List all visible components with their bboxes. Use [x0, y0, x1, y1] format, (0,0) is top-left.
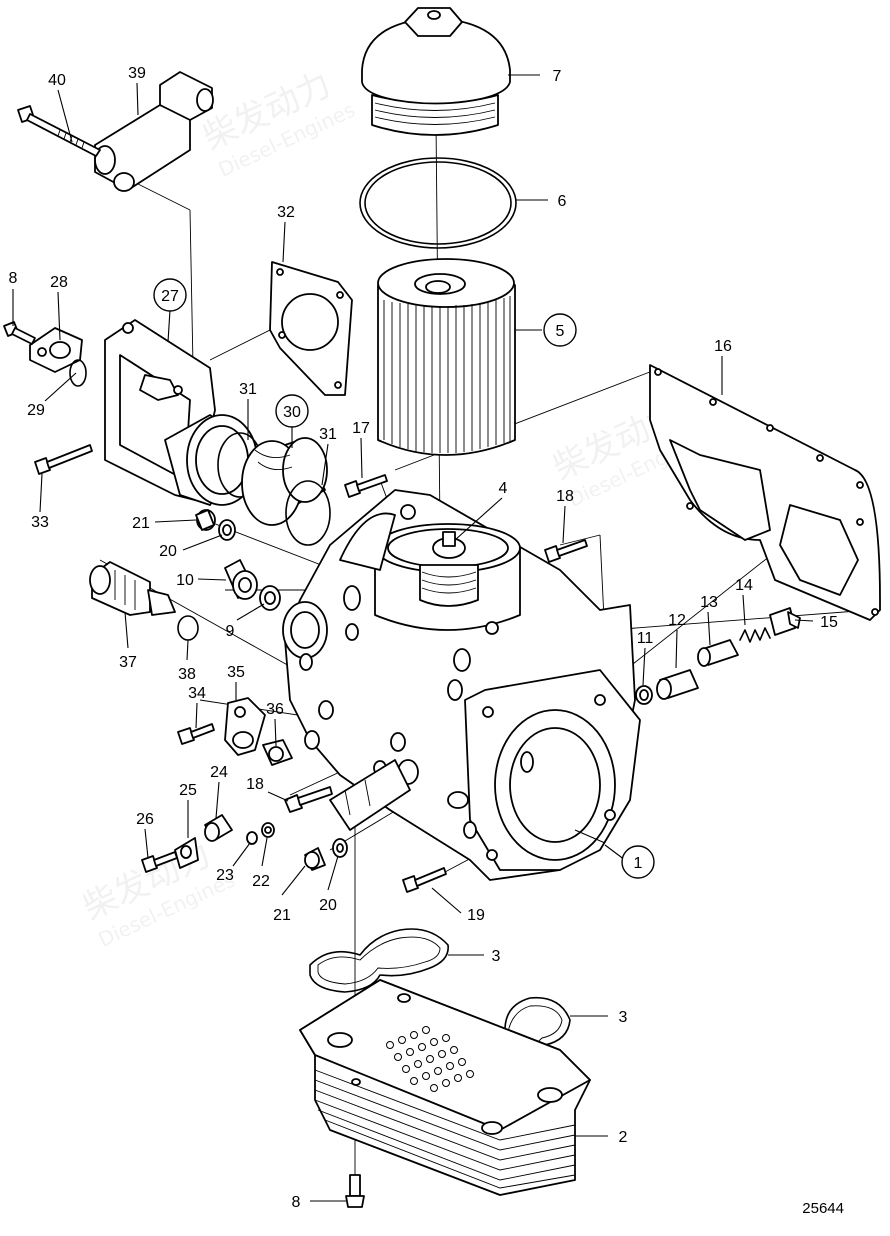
- o-ring-29: [69, 359, 87, 387]
- gasket-16: [649, 364, 881, 621]
- bracket-35: [224, 697, 266, 756]
- flange-28: [29, 327, 83, 373]
- callout-label: 22: [252, 873, 270, 890]
- callout-label: 13: [700, 594, 718, 611]
- bolt-8-top: [3, 321, 36, 345]
- callout-label: 20: [159, 543, 177, 560]
- clamp-25: [174, 837, 199, 869]
- callout-label: 10: [176, 572, 194, 589]
- callout-label: 16: [714, 338, 732, 355]
- bolt-18-lower: [284, 786, 333, 813]
- callout-label: 20: [319, 897, 337, 914]
- connector-39: [94, 71, 214, 192]
- callout-label: 4: [499, 480, 508, 497]
- bolt-34: [177, 723, 215, 745]
- callout-label: 39: [128, 65, 146, 82]
- bolt-33: [34, 444, 93, 475]
- bolt-19: [402, 867, 447, 893]
- callout-labels: 40 39 7 6 32 8 28 27 5 16 29 31 30 31 17…: [9, 65, 838, 1211]
- leader-lines: [12, 74, 814, 1202]
- bolt-40: [17, 105, 101, 157]
- sleeve-24: [204, 814, 233, 842]
- gasket-3-upper: [309, 928, 449, 993]
- callout-label: 14: [735, 577, 753, 594]
- callout-label: 24: [210, 764, 228, 781]
- sensor-37: [89, 561, 176, 616]
- seal-36: [262, 739, 293, 766]
- callout-label: 12: [668, 612, 686, 629]
- gasket-32: [269, 261, 353, 396]
- callout-label: 21: [273, 907, 291, 924]
- callout-label: 35: [227, 664, 245, 681]
- plug-10: [224, 559, 258, 600]
- callout-label: 3: [492, 948, 501, 965]
- callout-label: 30: [283, 404, 301, 421]
- seal-11: [635, 685, 653, 705]
- bolt-18-top: [544, 539, 588, 563]
- callout-label: 40: [48, 72, 66, 89]
- callout-label: 3: [619, 1009, 628, 1026]
- callout-label: 31: [239, 381, 257, 398]
- washer-23: [246, 831, 258, 845]
- callout-label: 26: [136, 811, 154, 828]
- callout-label: 18: [556, 488, 574, 505]
- callout-label: 7: [553, 68, 562, 85]
- filter-element: [377, 258, 516, 456]
- callout-label: 18: [246, 776, 264, 793]
- callout-label: 31: [319, 426, 337, 443]
- diagram-reference-number: 25644: [802, 1200, 844, 1217]
- seal-20-lower: [332, 838, 348, 858]
- callout-label: 25: [179, 782, 197, 799]
- callout-label: 11: [637, 630, 654, 647]
- callout-label: 23: [216, 867, 234, 884]
- callout-label: 34: [188, 685, 206, 702]
- plug-21-top: [195, 509, 216, 531]
- main-housing-1: [282, 489, 641, 881]
- callout-circles: [153, 278, 655, 879]
- callout-label: 21: [132, 515, 150, 532]
- callout-label: 27: [161, 288, 179, 305]
- valve-12: [656, 669, 699, 700]
- callout-label: 19: [467, 907, 485, 924]
- callout-label: 15: [820, 614, 838, 631]
- plug-15: [769, 607, 801, 636]
- plug-21-lower: [304, 847, 326, 871]
- bolt-26: [141, 851, 178, 873]
- callout-label: 29: [27, 402, 45, 419]
- callout-label: 5: [556, 323, 565, 340]
- callout-label: 6: [558, 193, 567, 210]
- callout-label: 32: [277, 204, 295, 221]
- callout-label: 9: [226, 623, 235, 640]
- o-ring-38: [177, 615, 199, 641]
- callout-label: 37: [119, 654, 137, 671]
- spring-14: [739, 627, 771, 643]
- ring-31-right: [285, 480, 331, 546]
- bolt-17: [344, 474, 388, 498]
- seal-20-top: [218, 519, 236, 541]
- filter-cap: [361, 7, 511, 136]
- callout-label: 2: [619, 1129, 628, 1146]
- callout-label: 33: [31, 514, 49, 531]
- oil-cooler-2: [299, 979, 591, 1196]
- callout-label: 38: [178, 666, 196, 683]
- filter-o-ring: [359, 157, 517, 249]
- piston-13: [697, 639, 739, 667]
- seal-9: [259, 585, 281, 611]
- callout-label: 17: [352, 420, 370, 437]
- plug-22: [261, 822, 275, 838]
- callout-label: 8: [9, 270, 18, 287]
- callout-label: 28: [50, 274, 68, 291]
- callout-label: 8: [292, 1194, 301, 1211]
- callout-label: 1: [634, 855, 643, 872]
- callout-label: 36: [266, 701, 284, 718]
- bolt-8-bottom: [345, 1174, 365, 1208]
